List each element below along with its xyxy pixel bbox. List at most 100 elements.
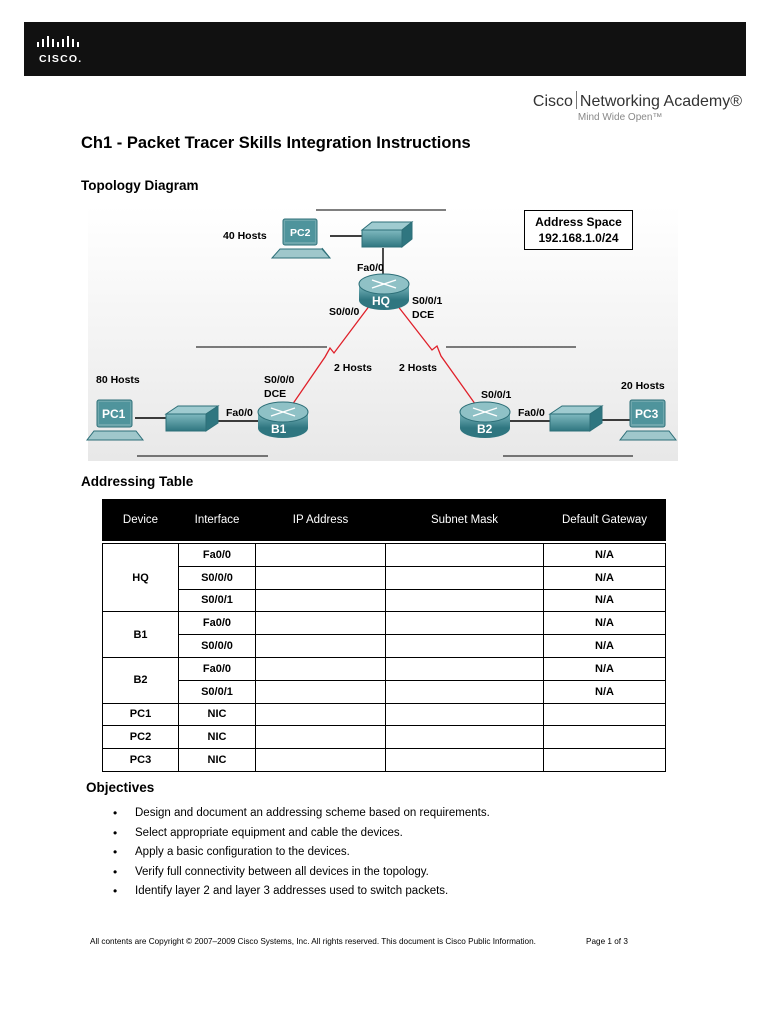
- list-item: Select appropriate equipment and cable t…: [113, 825, 490, 845]
- gateway-cell: N/A: [543, 611, 666, 636]
- footer: All contents are Copyright © 2007–2009 C…: [90, 937, 628, 946]
- mask-cell[interactable]: [385, 748, 544, 772]
- col-interface: Interface: [178, 499, 256, 541]
- list-item: Identify layer 2 and layer 3 addresses u…: [113, 883, 490, 903]
- objectives-heading: Objectives: [86, 780, 155, 795]
- ip-cell[interactable]: [255, 725, 386, 750]
- hq-switch-icon: [360, 220, 414, 249]
- table-row: PC3 NIC: [102, 748, 666, 772]
- addressing-heading: Addressing Table: [81, 474, 194, 489]
- header-bar: CISCO.: [24, 22, 746, 76]
- b2-fa-label: Fa0/0: [518, 407, 545, 419]
- pc2-icon: [270, 218, 332, 259]
- gateway-cell: N/A: [543, 565, 666, 590]
- col-subnet-mask: Subnet Mask: [385, 499, 544, 541]
- table-row: S0/0/0 N/A: [103, 565, 666, 590]
- hq-label: HQ: [372, 294, 390, 308]
- table-row: B1 Fa0/0 N/A: [102, 611, 666, 658]
- pc3-label: PC3: [635, 407, 659, 421]
- addressing-table: Device Interface IP Address Subnet Mask …: [102, 499, 666, 772]
- interface-cell: Fa0/0: [178, 543, 256, 567]
- pc3-icon: [618, 399, 678, 441]
- device-cell: B2: [102, 656, 179, 704]
- address-space-box: Address Space 192.168.1.0/24: [524, 210, 633, 250]
- mask-cell[interactable]: [385, 634, 544, 658]
- gateway-cell: N/A: [543, 679, 666, 704]
- ip-cell[interactable]: [255, 565, 386, 590]
- hq-dce-label: DCE: [412, 309, 434, 321]
- list-item: Verify full connectivity between all dev…: [113, 864, 490, 884]
- pc2-hosts-label: 40 Hosts: [223, 230, 267, 242]
- b1-s000-label: S0/0/0: [264, 374, 295, 386]
- interface-cell: Fa0/0: [178, 611, 256, 636]
- table-row: B2 Fa0/0 N/A: [102, 656, 666, 704]
- col-default-gateway: Default Gateway: [543, 499, 666, 541]
- gateway-cell[interactable]: [543, 748, 666, 772]
- table-row: HQ Fa0/0 N/A: [102, 542, 666, 613]
- mask-cell[interactable]: [385, 588, 544, 613]
- device-cell: HQ: [102, 542, 179, 613]
- device-cell: PC1: [102, 702, 179, 727]
- cisco-logo-icon: [37, 36, 79, 47]
- page-number: Page 1 of 3: [586, 937, 628, 946]
- ip-cell[interactable]: [255, 611, 386, 636]
- interface-cell: S0/0/0: [178, 634, 256, 658]
- interface-cell: NIC: [178, 702, 256, 727]
- b1-switch-icon: [164, 405, 220, 432]
- hq-s000-label: S0/0/0: [329, 306, 360, 318]
- gateway-cell: N/A: [543, 656, 666, 681]
- hq-s001-label: S0/0/1: [412, 295, 443, 307]
- mask-cell[interactable]: [385, 725, 544, 750]
- pc1-icon: [85, 399, 145, 441]
- interface-cell: S0/0/1: [178, 679, 256, 704]
- mask-cell[interactable]: [385, 543, 544, 567]
- table-row: PC1 NIC: [102, 702, 666, 727]
- b2-router-icon: [459, 401, 511, 438]
- ip-cell[interactable]: [255, 656, 386, 681]
- mask-cell[interactable]: [385, 565, 544, 590]
- address-space-value: 192.168.1.0/24: [538, 231, 619, 245]
- table-row: S0/0/1 N/A: [103, 588, 666, 613]
- ip-cell[interactable]: [255, 543, 386, 567]
- right-serial-hosts-label: 2 Hosts: [399, 362, 437, 374]
- device-cell: B1: [102, 611, 179, 658]
- mask-cell[interactable]: [385, 656, 544, 681]
- table-row: S0/0/1 N/A: [103, 679, 666, 704]
- table-row: S0/0/0 N/A: [103, 634, 666, 658]
- pc2-label: PC2: [290, 227, 311, 239]
- serial-link-hq-b1: [289, 304, 371, 409]
- interface-cell: NIC: [178, 725, 256, 750]
- topology-diagram: PC2 HQ PC1 B1: [85, 206, 678, 461]
- ip-cell[interactable]: [255, 702, 386, 727]
- ip-cell[interactable]: [255, 588, 386, 613]
- academy-name-left: Cisco: [532, 93, 573, 110]
- pc3-hosts-label: 20 Hosts: [621, 380, 665, 392]
- hq-router-icon: [358, 273, 410, 310]
- pc1-hosts-label: 80 Hosts: [96, 374, 140, 386]
- b1-router-icon: [257, 401, 309, 438]
- gateway-cell: N/A: [543, 543, 666, 567]
- mask-cell[interactable]: [385, 679, 544, 704]
- interface-cell: S0/0/0: [178, 565, 256, 590]
- address-space-label: Address Space: [535, 215, 622, 229]
- mask-cell[interactable]: [385, 611, 544, 636]
- serial-link-hq-b2: [396, 304, 479, 409]
- b2-switch-icon: [548, 405, 604, 432]
- hq-fa-label: Fa0/0: [357, 262, 384, 274]
- ip-cell[interactable]: [255, 748, 386, 772]
- mask-cell[interactable]: [385, 702, 544, 727]
- interface-cell: S0/0/1: [178, 588, 256, 613]
- b1-fa-label: Fa0/0: [226, 407, 253, 419]
- interface-cell: NIC: [178, 748, 256, 772]
- device-cell: PC3: [102, 748, 179, 772]
- device-cell: PC2: [102, 725, 179, 750]
- interface-cell: Fa0/0: [178, 656, 256, 681]
- b1-label: B1: [271, 422, 287, 436]
- col-device: Device: [102, 499, 179, 541]
- ip-cell[interactable]: [255, 634, 386, 658]
- table-row: PC2 NIC: [102, 725, 666, 750]
- gateway-cell[interactable]: [543, 702, 666, 727]
- ip-cell[interactable]: [255, 679, 386, 704]
- gateway-cell[interactable]: [543, 725, 666, 750]
